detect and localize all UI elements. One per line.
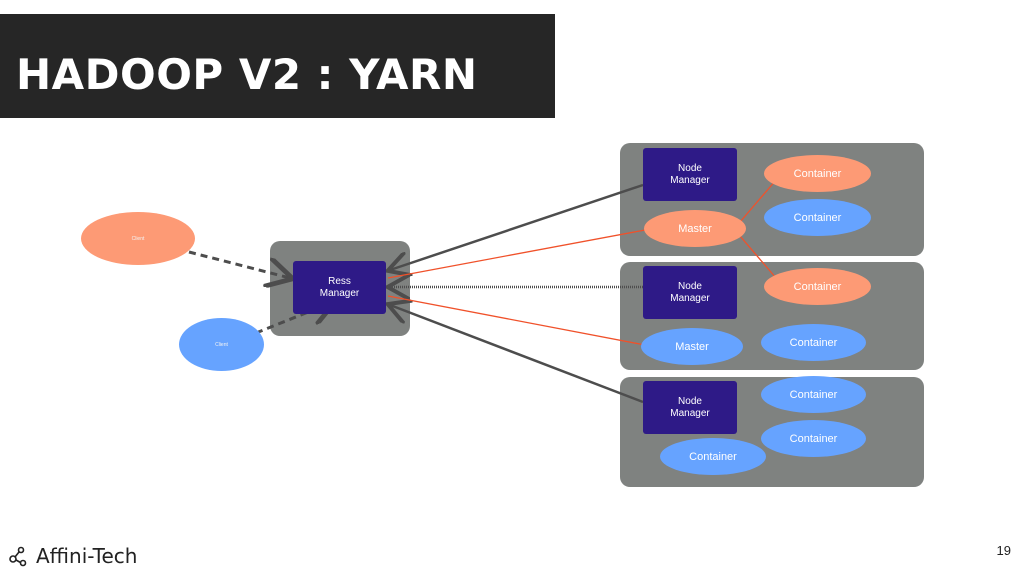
container-1a-label: Container [793,167,842,180]
network-logo-icon [9,546,27,567]
resource-manager-label-line2: Manager [319,287,360,299]
master-1-to-container-link-b [739,235,777,279]
page-number: 19 [996,543,1011,558]
node-manager-3-label-line2: Manager [670,407,710,419]
node-manager-1-label-line2: Manager [670,174,710,186]
node-manager-1-to-rm-link [390,183,644,270]
logo-text: Affini-Tech [36,544,138,568]
container-2b-label: Container [789,336,838,349]
node-manager-2-label-line1: Node [678,280,702,292]
resource-manager-label-line1: Ress [328,275,351,287]
client-blue-to-rm-link [255,302,333,335]
container-3c: Container [660,438,766,475]
title-bar: HADOOP V2 : YARN [0,14,555,118]
container-2a-label: Container [793,280,842,293]
master-1-label: Master [678,222,712,235]
master-1-to-container-link-a [739,179,777,223]
master-2: Master [641,328,743,365]
node-manager-2: Node Manager [643,266,737,319]
node-manager-3: Node Manager [643,381,737,434]
client-blue: Client [179,318,264,371]
master-1-to-rm-link [387,229,646,279]
container-3a: Container [761,376,866,413]
node-manager-2-label-line2: Manager [670,292,710,304]
container-1a: Container [764,155,871,192]
container-3b-label: Container [789,432,838,445]
slide-title: HADOOP V2 : YARN [16,50,478,99]
container-3a-label: Container [789,388,838,401]
client-orange-label: Client [131,235,145,242]
client-blue-label: Client [215,341,228,348]
node-manager-3-to-rm-link [390,305,644,404]
master-2-label: Master [675,340,709,353]
container-2b: Container [761,324,866,361]
master-1: Master [644,210,746,247]
node-manager-1-label-line1: Node [678,162,702,174]
container-1b-label: Container [793,211,842,224]
container-2a: Container [764,268,871,305]
resource-manager-box: Ress Manager [293,261,386,314]
node-manager-1: Node Manager [643,148,737,201]
container-1b: Container [764,199,871,236]
container-3b: Container [761,420,866,457]
container-3c-label: Container [689,450,737,463]
master-2-to-rm-link [387,295,646,346]
client-orange: Client [81,212,195,265]
company-logo: Affini-Tech [8,541,137,571]
client-orange-to-rm-link [188,250,290,278]
node-manager-3-label-line1: Node [678,395,702,407]
